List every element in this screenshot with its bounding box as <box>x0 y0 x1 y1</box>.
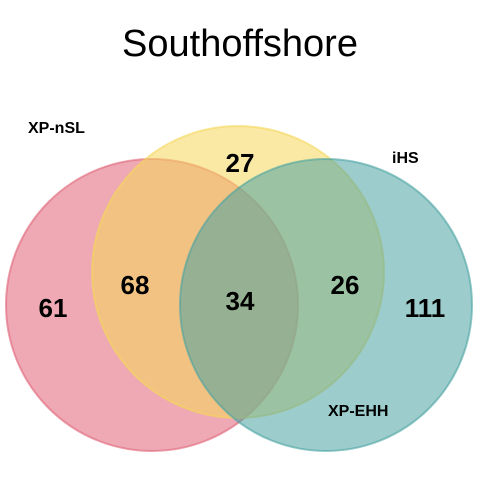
ihs-xpehh-count: 26 <box>331 270 360 300</box>
xpehh-circle <box>179 158 473 452</box>
all-three-count: 34 <box>226 286 255 316</box>
xpehh-label: XP-EHH <box>328 403 388 420</box>
diagram-title: Southoffshore <box>122 23 358 65</box>
xpnsl-label: XP-nSL <box>28 120 85 137</box>
xpnsl-only-count: 61 <box>39 293 68 323</box>
xpehh-only-count: 111 <box>405 293 446 323</box>
ihs-label: iHS <box>392 150 419 167</box>
xpnsl-ihs-count: 68 <box>121 270 150 300</box>
ihs-only-count: 27 <box>226 148 255 178</box>
